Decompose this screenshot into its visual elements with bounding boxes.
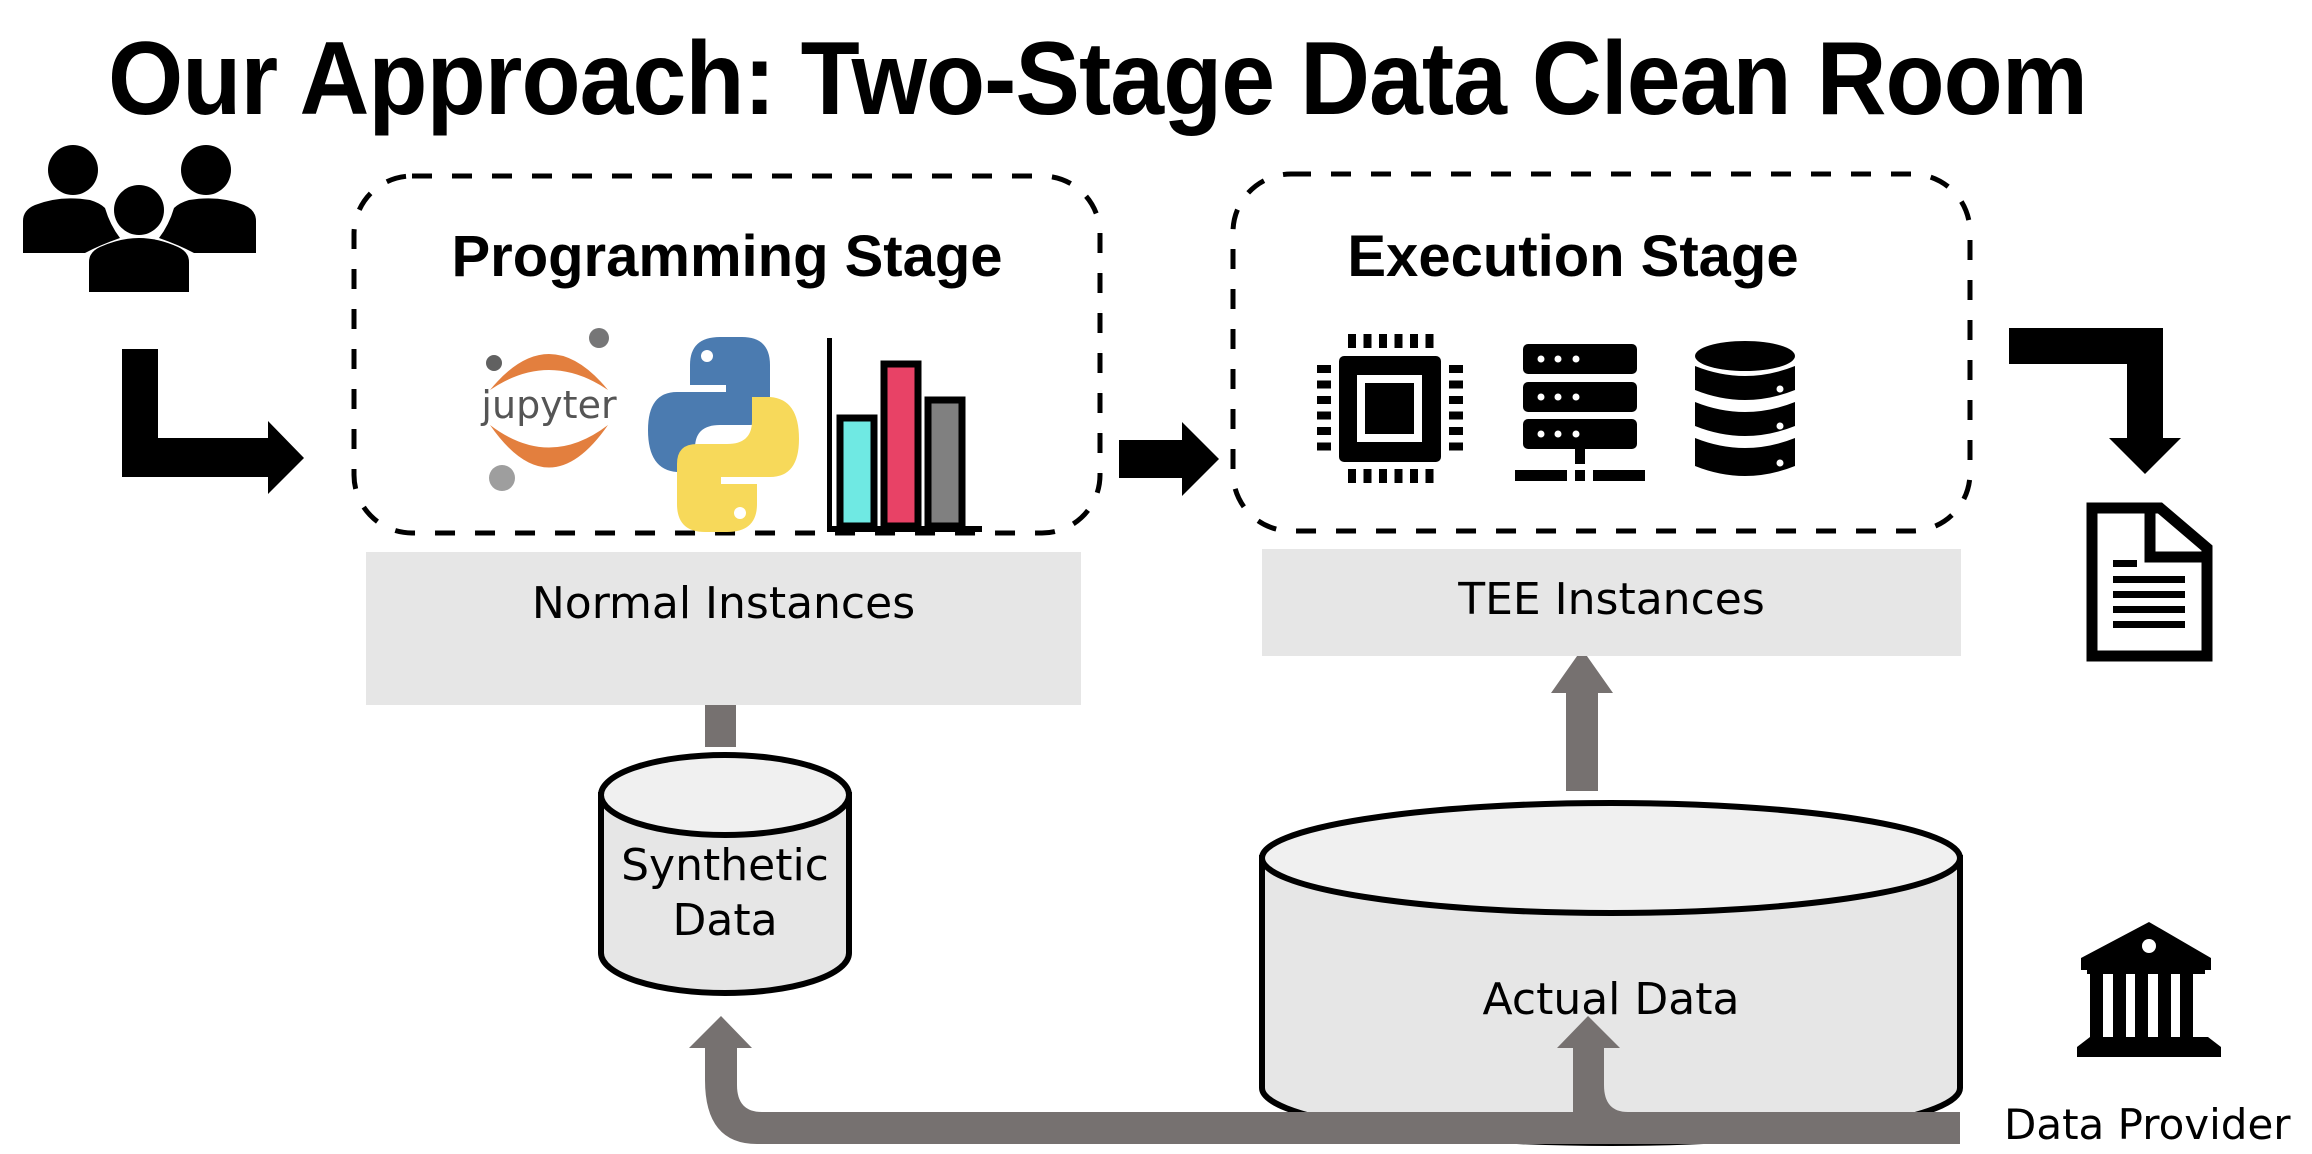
data-provider-label: Data Provider [2004,1100,2291,1149]
arrow-programming-to-execution [1119,422,1219,496]
cpu-pin [1348,469,1356,483]
cpu-pin [1449,396,1463,404]
normal-instances-label: Normal Instances [531,578,916,629]
synthetic-data-label-line2: Data [672,895,778,946]
normal-instances-band: Normal Instances [366,552,1081,705]
cpu-pin [1449,411,1463,420]
cpu-pin [1317,411,1331,420]
database-icon [1695,341,1795,476]
bar-chart-bar [880,360,922,530]
cpu-pin [1317,396,1331,404]
svg-text:jupyter: jupyter [480,383,617,427]
cpu-pin [1348,334,1356,348]
cpu-pin [1317,380,1331,389]
cpu-pin [1410,469,1418,483]
users-group-icon [23,145,256,292]
cpu-chip-icon [1317,334,1463,483]
bent-arrow-down [2009,328,2181,474]
bank-building-icon [2077,922,2221,1057]
bar-chart-bar [836,414,878,530]
page-title: Our Approach: Two-Stage Data Clean Room [108,21,2088,137]
cpu-pin [1425,334,1434,348]
cpu-pin [1363,334,1372,348]
programming-stage-box [351,173,1103,536]
bar-chart-bar [924,396,966,530]
bent-arrow-right [122,349,304,494]
cpu-pin [1363,469,1372,483]
cpu-pin [1379,469,1387,483]
cpu-pin [1317,365,1331,373]
cpu-pin [1449,427,1463,435]
synthetic-data-cylinder [598,752,852,996]
document-icon [2086,502,2213,662]
jupyter-logo-icon: jupyter [480,328,617,491]
server-rack-icon [1515,344,1645,481]
synthetic-data-label: Synthetic Data [601,838,849,948]
tee-instances-label: TEE Instances [1458,574,1765,625]
cpu-pin [1449,442,1463,451]
cpu-pin [1379,334,1387,348]
arrow-actual-to-tee [1551,649,1613,791]
cpu-pin [1394,334,1403,348]
actual-data-label: Actual Data [1482,974,1740,1025]
cpu-pin [1317,442,1331,451]
bar-chart-icon [827,338,982,532]
programming-stage-title: Programming Stage [451,224,1003,289]
cpu-pin [1317,427,1331,435]
cpu-pin [1449,380,1463,389]
cpu-pin [1410,334,1418,348]
synthetic-data-label-line1: Synthetic [621,840,829,891]
data-provider-flow-line [689,1016,1960,1144]
cpu-pin [1449,365,1463,373]
python-logo-icon [648,337,799,532]
cpu-pin [1394,469,1403,483]
cpu-pin [1425,469,1434,483]
execution-stage-title: Execution Stage [1347,224,1799,289]
tee-instances-band: TEE Instances [1262,549,1961,656]
bar-chart-y-axis [827,338,832,531]
